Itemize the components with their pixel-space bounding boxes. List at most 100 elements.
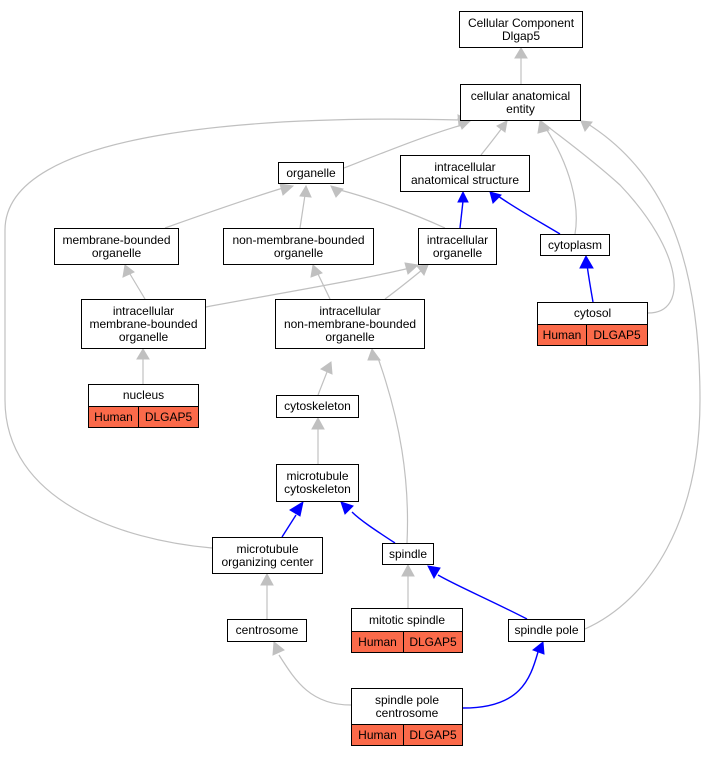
arrowhead-icon	[340, 501, 354, 515]
edge-is_a	[4, 118, 461, 549]
node-microtubule-cytoskeleton[interactable]: microtubule cytoskeleton	[276, 464, 359, 502]
arrowhead-icon	[299, 184, 312, 198]
node-label-line: cytoplasm	[547, 237, 603, 252]
edge-part_of	[437, 574, 528, 620]
node-spindle[interactable]: spindle	[382, 543, 434, 565]
arrowhead-icon	[367, 347, 381, 361]
edge-is_a	[377, 357, 409, 544]
node-label-line: spindle	[388, 546, 428, 561]
edge-is_a	[317, 371, 328, 396]
node-label-line: Cellular Component	[467, 15, 575, 30]
node-label-line: microtubule	[286, 469, 349, 483]
node-label-line: centrosome	[235, 623, 299, 637]
arrowhead-icon	[319, 361, 333, 375]
node-non-membrane-bounded-organelle[interactable]: non-membrane-bounded organelle	[223, 228, 374, 265]
node-label-line: Dlgap5	[501, 28, 541, 43]
node-label-line: membrane-bounded	[89, 316, 198, 331]
edge-is_a	[339, 189, 446, 229]
node-cytoskeleton[interactable]: cytoskeleton	[276, 395, 359, 418]
node-cytoplasm[interactable]: cytoplasm	[540, 234, 610, 256]
species-cell: Human	[89, 407, 139, 427]
edge-is_a	[164, 187, 284, 229]
edge-part_of	[586, 264, 594, 303]
node-label-line: membrane-bounded	[62, 232, 171, 247]
edge-part_of	[462, 651, 539, 709]
arrowhead-icon	[580, 120, 593, 132]
node-label-line: centrosome	[375, 705, 439, 720]
arrowhead-icon	[514, 47, 528, 59]
node-label-line: organelle	[432, 245, 483, 260]
edge-is_a	[129, 273, 146, 300]
arrowhead-icon	[260, 572, 274, 586]
node-label-line: spindle pole	[514, 623, 579, 637]
node-label-line: intracellular	[112, 303, 175, 318]
node-label-line: intracellular	[319, 303, 381, 318]
annotation-row: Human DLGAP5	[538, 325, 647, 345]
node-nucleus[interactable]: nucleus Human DLGAP5	[88, 384, 199, 428]
node-label-line: cytoskeleton	[284, 482, 351, 496]
arrowhead-icon	[122, 264, 135, 278]
arrowhead-icon	[136, 348, 150, 360]
node-organelle[interactable]: organelle	[278, 162, 344, 184]
node-label-line: cytoskeleton	[284, 399, 351, 413]
species-cell: Human	[352, 632, 404, 652]
node-label-line: organizing center	[221, 554, 314, 569]
gene-cell: DLGAP5	[139, 407, 198, 427]
node-mitotic-spindle[interactable]: mitotic spindle Human DLGAP5	[351, 608, 463, 653]
arrowhead-icon	[457, 190, 469, 203]
arrowhead-icon	[489, 191, 502, 204]
arrowhead-icon	[310, 264, 323, 278]
node-label-block: spindle pole centrosome	[352, 689, 462, 725]
node-label-line: intracellular	[434, 159, 496, 174]
edge-part_of	[459, 200, 464, 229]
node-cellular-anatomical-entity[interactable]: cellular anatomical entity	[460, 84, 581, 121]
node-cellular-component-root[interactable]: Cellular Component Dlgap5	[459, 11, 583, 48]
node-centrosome[interactable]: centrosome	[227, 619, 307, 642]
arrowhead-icon	[538, 120, 552, 133]
node-spindle-pole[interactable]: spindle pole	[508, 619, 585, 642]
edge-is_a	[544, 126, 577, 235]
arrowhead-icon	[416, 264, 429, 276]
edge-part_of	[351, 511, 396, 544]
node-label-line: organelle	[286, 165, 336, 180]
species-cell: Human	[538, 325, 587, 345]
node-intracellular-anatomical-structure[interactable]: intracellular anatomical structure	[400, 155, 530, 192]
node-label-line: intracellular	[426, 232, 489, 247]
edge-is_a	[278, 654, 352, 706]
edge-is_a	[343, 124, 463, 169]
node-intracellular-non-membrane-bounded-organelle[interactable]: intracellular non-membrane-bounded organ…	[275, 299, 425, 349]
edge-is_a	[384, 269, 423, 300]
arrowhead-icon	[427, 565, 441, 580]
arrowhead-icon	[404, 262, 420, 275]
edge-is_a	[546, 125, 675, 314]
node-spindle-pole-centrosome[interactable]: spindle pole centrosome Human DLGAP5	[351, 688, 463, 746]
arrowhead-icon	[272, 641, 285, 656]
node-label-line: nucleus	[89, 385, 198, 407]
edge-is_a	[205, 267, 411, 308]
node-intracellular-membrane-bounded-organelle[interactable]: intracellular membrane-bounded organelle	[81, 299, 206, 349]
arrowhead-icon	[330, 185, 344, 198]
node-label-line: cellular anatomical	[470, 88, 571, 103]
edge-is_a	[584, 123, 701, 630]
node-intracellular-organelle[interactable]: intracellular organelle	[418, 228, 497, 265]
node-cytosol[interactable]: cytosol Human DLGAP5	[537, 302, 648, 346]
arrowhead-icon	[311, 416, 325, 430]
node-label-line: microtubule	[236, 541, 299, 556]
node-microtubule-organizing-center[interactable]: microtubule organizing center	[212, 537, 323, 574]
species-cell: Human	[352, 725, 404, 745]
node-label-line: anatomical structure	[410, 172, 520, 187]
node-label-line: organelle	[273, 245, 324, 260]
annotation-row: Human DLGAP5	[89, 407, 198, 427]
node-membrane-bounded-organelle[interactable]: membrane-bounded organelle	[54, 228, 179, 265]
arrowhead-icon	[279, 183, 295, 196]
node-label-line: entity	[506, 101, 535, 116]
arrowhead-icon	[401, 563, 415, 577]
arrowhead-icon	[531, 641, 545, 655]
node-label-line: mitotic spindle	[352, 609, 462, 632]
edge-is_a	[317, 273, 331, 300]
edge-is_a	[299, 194, 306, 229]
gene-cell: DLGAP5	[404, 632, 462, 652]
node-label-line: non-membrane-bounded	[232, 232, 365, 247]
edge-part_of	[497, 195, 561, 235]
